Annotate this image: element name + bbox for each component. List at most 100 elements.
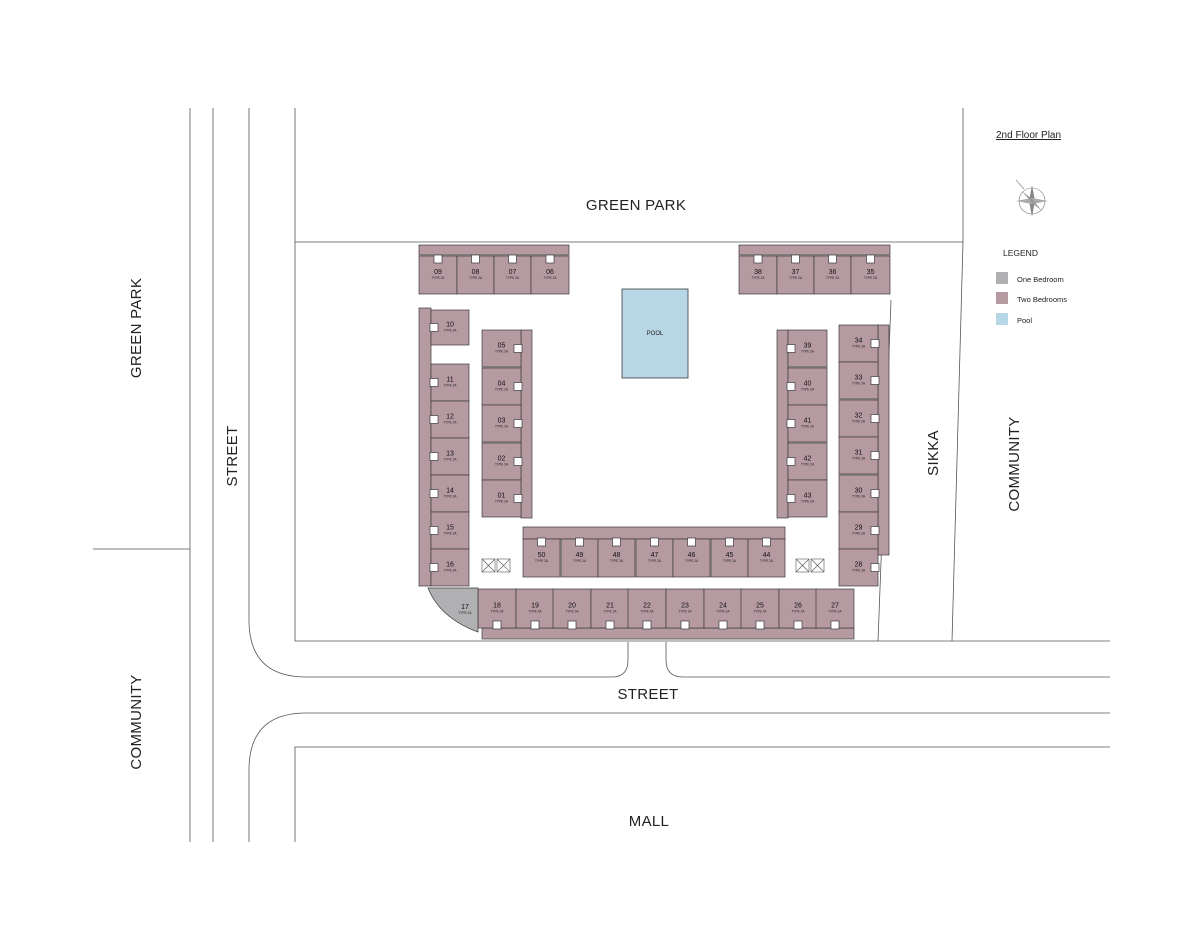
- unit-44-type: TYPE 2A: [760, 559, 774, 563]
- green-park-left-label: GREEN PARK: [128, 278, 145, 378]
- unit-28-entry: [870, 563, 880, 572]
- unit-09-type: TYPE 2A: [431, 276, 445, 280]
- unit-19-type: TYPE 2A: [528, 610, 542, 614]
- unit-08-entry: [471, 254, 480, 264]
- unit-13-entry: [429, 452, 439, 461]
- unit-34-entry: [870, 339, 880, 348]
- unit-17-number: 17: [461, 604, 469, 611]
- unit-14-number: 14: [446, 488, 454, 495]
- unit-32-number: 32: [855, 413, 863, 420]
- unit-23-entry: [680, 620, 690, 630]
- unit-45-type: TYPE 2A: [723, 559, 737, 563]
- unit-15-entry: [429, 526, 439, 535]
- unit-35-number: 35: [867, 269, 875, 276]
- unit-49-number: 49: [576, 552, 584, 559]
- unit-35-type: TYPE 2A: [864, 276, 878, 280]
- unit-15-type: TYPE 2A: [443, 532, 457, 536]
- unit-20-entry: [567, 620, 577, 630]
- unit-22-type: TYPE 2A: [640, 610, 654, 614]
- unit-33-number: 33: [855, 375, 863, 382]
- unit-08-number: 08: [472, 269, 480, 276]
- unit-16-type: TYPE 2A: [443, 569, 457, 573]
- unit-12-type: TYPE 2A: [443, 421, 457, 425]
- unit-02-number: 02: [498, 456, 506, 463]
- unit-04-type: TYPE 2A: [495, 388, 509, 392]
- unit-45-number: 45: [726, 552, 734, 559]
- unit-41-number: 41: [804, 418, 812, 425]
- road-lines: [93, 108, 1110, 842]
- legend: LEGEND One Bedroom Two Bedrooms Pool: [996, 248, 1067, 325]
- unit-24-entry: [718, 620, 728, 630]
- unit-24-type: TYPE 2A: [716, 610, 730, 614]
- unit-10-number: 10: [446, 322, 454, 329]
- unit-07-type: TYPE 2A: [506, 276, 520, 280]
- unit-30-number: 30: [855, 488, 863, 495]
- unit-28-type: TYPE 2A: [852, 569, 866, 573]
- unit-17[interactable]: [427, 587, 479, 633]
- unit-11-entry: [429, 378, 439, 387]
- unit-17-type: TYPE 2A: [458, 611, 472, 615]
- unit-29-type: TYPE 2A: [852, 532, 866, 536]
- unit-50-number: 50: [538, 552, 546, 559]
- unit-19-entry: [530, 620, 540, 630]
- unit-05-type: TYPE 2A: [495, 350, 509, 354]
- legend-label-two-bedrooms: Two Bedrooms: [1017, 295, 1067, 304]
- unit-10-type: TYPE 2A: [443, 329, 457, 333]
- unit-23-type: TYPE 2A: [678, 610, 692, 614]
- unit-22-number: 22: [643, 603, 651, 610]
- unit-09-number: 09: [434, 269, 442, 276]
- unit-14-entry: [429, 489, 439, 498]
- unit-39-type: TYPE 2A: [801, 350, 815, 354]
- unit-27-entry: [830, 620, 840, 630]
